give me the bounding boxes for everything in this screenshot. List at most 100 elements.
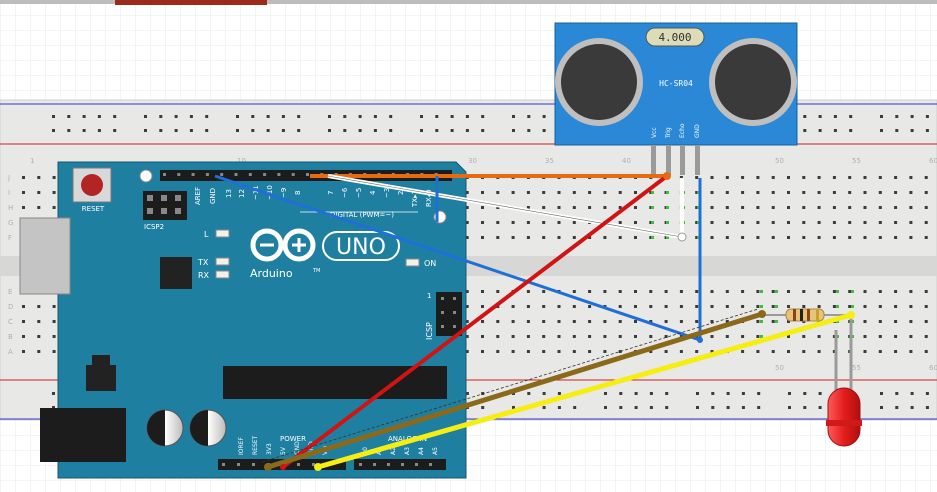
breadboard-hole [389, 115, 393, 118]
breadboard-hole [771, 236, 775, 239]
reset-button[interactable] [72, 167, 112, 203]
pin-label: 13 [225, 189, 233, 198]
breadboard-hole [82, 129, 86, 132]
header-pin [222, 463, 225, 466]
breadboard-hole [679, 305, 683, 308]
breadboard-hole [527, 392, 531, 395]
connected-hole [651, 206, 654, 209]
resistor-band [816, 309, 819, 321]
breadboard-hole [236, 129, 239, 132]
breadboard-hole [818, 392, 822, 395]
breadboard-hole [802, 350, 806, 353]
breadboard-hole [22, 350, 25, 353]
wire-5v[interactable] [281, 174, 669, 469]
breadboard-hole [710, 320, 714, 323]
led-tx [215, 257, 230, 266]
breadboard-hole [588, 335, 592, 338]
breadboard-hole [542, 221, 546, 224]
header-pin [291, 173, 295, 176]
header-pin [205, 173, 209, 176]
breadboard-hole [788, 392, 791, 395]
resistor-band [807, 309, 810, 321]
breadboard-hole [878, 350, 882, 353]
crystal [645, 27, 705, 47]
resistor[interactable] [760, 308, 850, 322]
wire-signal-led[interactable] [317, 312, 852, 470]
breadboard-hole [526, 305, 530, 308]
breadboard-hole [803, 406, 807, 409]
header-pin [387, 463, 390, 466]
breadboard-hole [833, 115, 837, 118]
row-label: F [8, 234, 12, 242]
breadboard-hole [725, 236, 729, 239]
wires[interactable] [214, 172, 855, 471]
digital-label: DIGITAL (PWM=~) [330, 211, 394, 219]
breadboard-hole [803, 129, 807, 132]
sensor-pin-gnd[interactable] [695, 145, 700, 175]
breadboard-hole [696, 392, 699, 395]
breadboard-hole [481, 406, 485, 409]
breadboard-hole [664, 305, 668, 308]
breadboard-hole [588, 305, 592, 308]
sensor-pin-echo[interactable] [680, 145, 685, 175]
breadboard-hole [526, 320, 530, 323]
breadboard-hole [848, 206, 852, 209]
breadboard-hole [649, 406, 653, 409]
breadboard-hole [924, 290, 928, 293]
arduino-uno-board[interactable]: RESET ICSP2 AREF GND 13 12 ~11 ~10 ~9 8 … [19, 161, 467, 479]
breadboard-hole [572, 221, 576, 224]
breadboard-hole [710, 176, 714, 179]
breadboard-hole [373, 129, 377, 132]
pin-label: A2 [390, 447, 397, 455]
breadboard-hole [925, 129, 929, 132]
pin-label: A5 [432, 447, 439, 455]
sensor-pin-trig[interactable] [666, 145, 671, 175]
breadboard-hole [894, 176, 898, 179]
header-pin [297, 463, 300, 466]
breadboard-hole [450, 115, 454, 118]
breadboard-hole [710, 305, 714, 308]
breadboard-hole [526, 335, 530, 338]
breadboard-hole [649, 320, 653, 323]
breadboard-hole [894, 320, 898, 323]
breadboard-hole [649, 392, 653, 395]
analog-header[interactable] [354, 459, 446, 470]
breadboard-hole [481, 350, 484, 353]
header-pin [415, 463, 418, 466]
red-led[interactable] [826, 315, 862, 447]
breadboard-hole [771, 191, 775, 194]
row-label: I [8, 189, 10, 197]
breadboard-hole [481, 206, 484, 209]
breadboard-hole [37, 335, 41, 338]
breadboard-hole [710, 191, 714, 194]
breadboard-hole [832, 191, 836, 194]
hc-sr04-sensor[interactable]: 4.000 HC-SR04 Vcc Trig Echo GND [554, 22, 798, 175]
breadboard-hole [603, 206, 607, 209]
breadboard-hole [894, 290, 898, 293]
breadboard-hole [695, 290, 699, 293]
wire-end [697, 337, 703, 343]
breadboard-hole [924, 191, 928, 194]
wire-gnd-led[interactable] [267, 311, 763, 470]
top-tab-marker[interactable] [115, 0, 267, 5]
breadboard-hole [787, 191, 790, 194]
digital-pin-labels: AREF GND 13 12 ~11 ~10 ~9 8 7 ~6 ~5 4 ~3… [194, 185, 433, 208]
breadboard-hole [725, 335, 729, 338]
breadboard-hole [557, 221, 561, 224]
sensor-pin-vcc[interactable] [651, 145, 656, 175]
wire-end [314, 463, 322, 471]
breadboard-hole [863, 335, 867, 338]
icsp2-header [143, 191, 187, 220]
breadboard-hole [618, 191, 622, 194]
pin-label: 2 [397, 191, 405, 195]
breadboard-hole [909, 350, 913, 353]
breadboard-hole [619, 392, 623, 395]
reset-button-cap[interactable] [81, 174, 103, 196]
led-rx-label: RX [198, 271, 210, 280]
breadboard-hole [465, 350, 469, 353]
breadboard-hole [710, 236, 714, 239]
breadboard-hole [880, 392, 883, 395]
breadboard-hole [649, 305, 653, 308]
breadboard-hole [512, 406, 515, 409]
breadboard-hole [618, 206, 622, 209]
